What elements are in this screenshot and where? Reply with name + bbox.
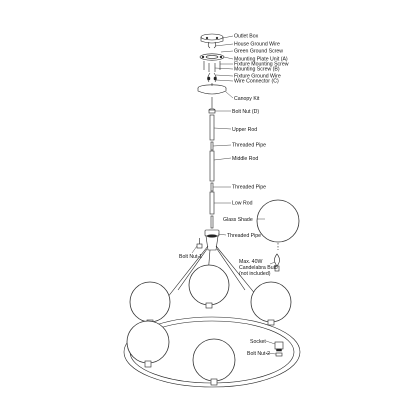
- house-ground-wire: [207, 41, 217, 49]
- label-bolt-nut-d: Bolt Nut (D): [232, 109, 259, 115]
- label-green-ground-screw: Green Ground Screw: [234, 49, 283, 55]
- low-rod: [209, 191, 215, 215]
- bolt-nut-1-part: [196, 238, 203, 249]
- bolt-nut-d: [208, 97, 216, 114]
- middle-rod: [209, 150, 215, 182]
- bolt-nut-2-part: [275, 352, 283, 357]
- label-fixture-mounting-screw: Fixture Mounting Screw: [234, 62, 289, 68]
- glass-globe-front-center: [192, 338, 236, 386]
- mounting-screws: [203, 61, 221, 72]
- label-fixture-ground-wire: Fixture Ground Wire: [234, 74, 281, 80]
- fixture-wires: [207, 72, 217, 83]
- socket: [274, 341, 284, 352]
- label-middle-rod: Middle Rod: [232, 156, 258, 162]
- glass-globe-back-center: [188, 264, 230, 309]
- label-canopy-kit: Canopy Kit: [234, 96, 260, 102]
- label-glass-shade: Glass Shade: [223, 217, 253, 223]
- label-threaded-pipe-2: Threaded Pipe: [232, 185, 266, 191]
- label-bolt-nut-2: Bolt Nut-2: [247, 351, 270, 357]
- threaded-pipe-middle: [210, 182, 214, 192]
- label-house-ground-wire: House Ground Wire: [234, 42, 280, 48]
- label-wire-connector: Wire Connector (C): [234, 79, 279, 85]
- label-low-rod: Low Rod: [232, 201, 253, 207]
- candelabra-bulb: [274, 253, 280, 272]
- label-upper-rod: Upper Rod: [232, 127, 257, 133]
- threaded-pipe-upper: [210, 141, 214, 151]
- label-threaded-pipe-3: Threaded Pipe: [227, 233, 261, 239]
- outlet-box: [200, 33, 224, 44]
- label-mounting-screw: Mounting Screw (B): [234, 67, 280, 73]
- leader-lines: [191, 35, 277, 355]
- label-bulb-line1: Max. 40W: [239, 259, 262, 265]
- mounting-plate-unit: [199, 53, 225, 61]
- label-socket: Socket: [250, 339, 266, 345]
- glass-globe-exploded: [256, 199, 300, 250]
- label-threaded-pipe-1: Threaded Pipe: [232, 143, 266, 149]
- label-outlet-box: Outlet Box: [234, 34, 259, 40]
- label-bulb-line3: (not included): [239, 271, 271, 277]
- center-hub: [204, 229, 220, 251]
- label-bulb-line2: Candelabra Bulb: [239, 265, 278, 271]
- glass-globe-back-right: [250, 281, 292, 326]
- label-bolt-nut-1: Bolt Nut-1: [179, 254, 202, 260]
- label-mounting-plate-unit: Mounting Plate Unit (A): [234, 57, 288, 63]
- glass-globe-back-left: [129, 281, 171, 326]
- threaded-pipe-lower: [210, 215, 214, 229]
- canopy: [197, 83, 227, 95]
- upper-rod: [209, 114, 215, 141]
- glass-globe-front-left: [126, 320, 170, 368]
